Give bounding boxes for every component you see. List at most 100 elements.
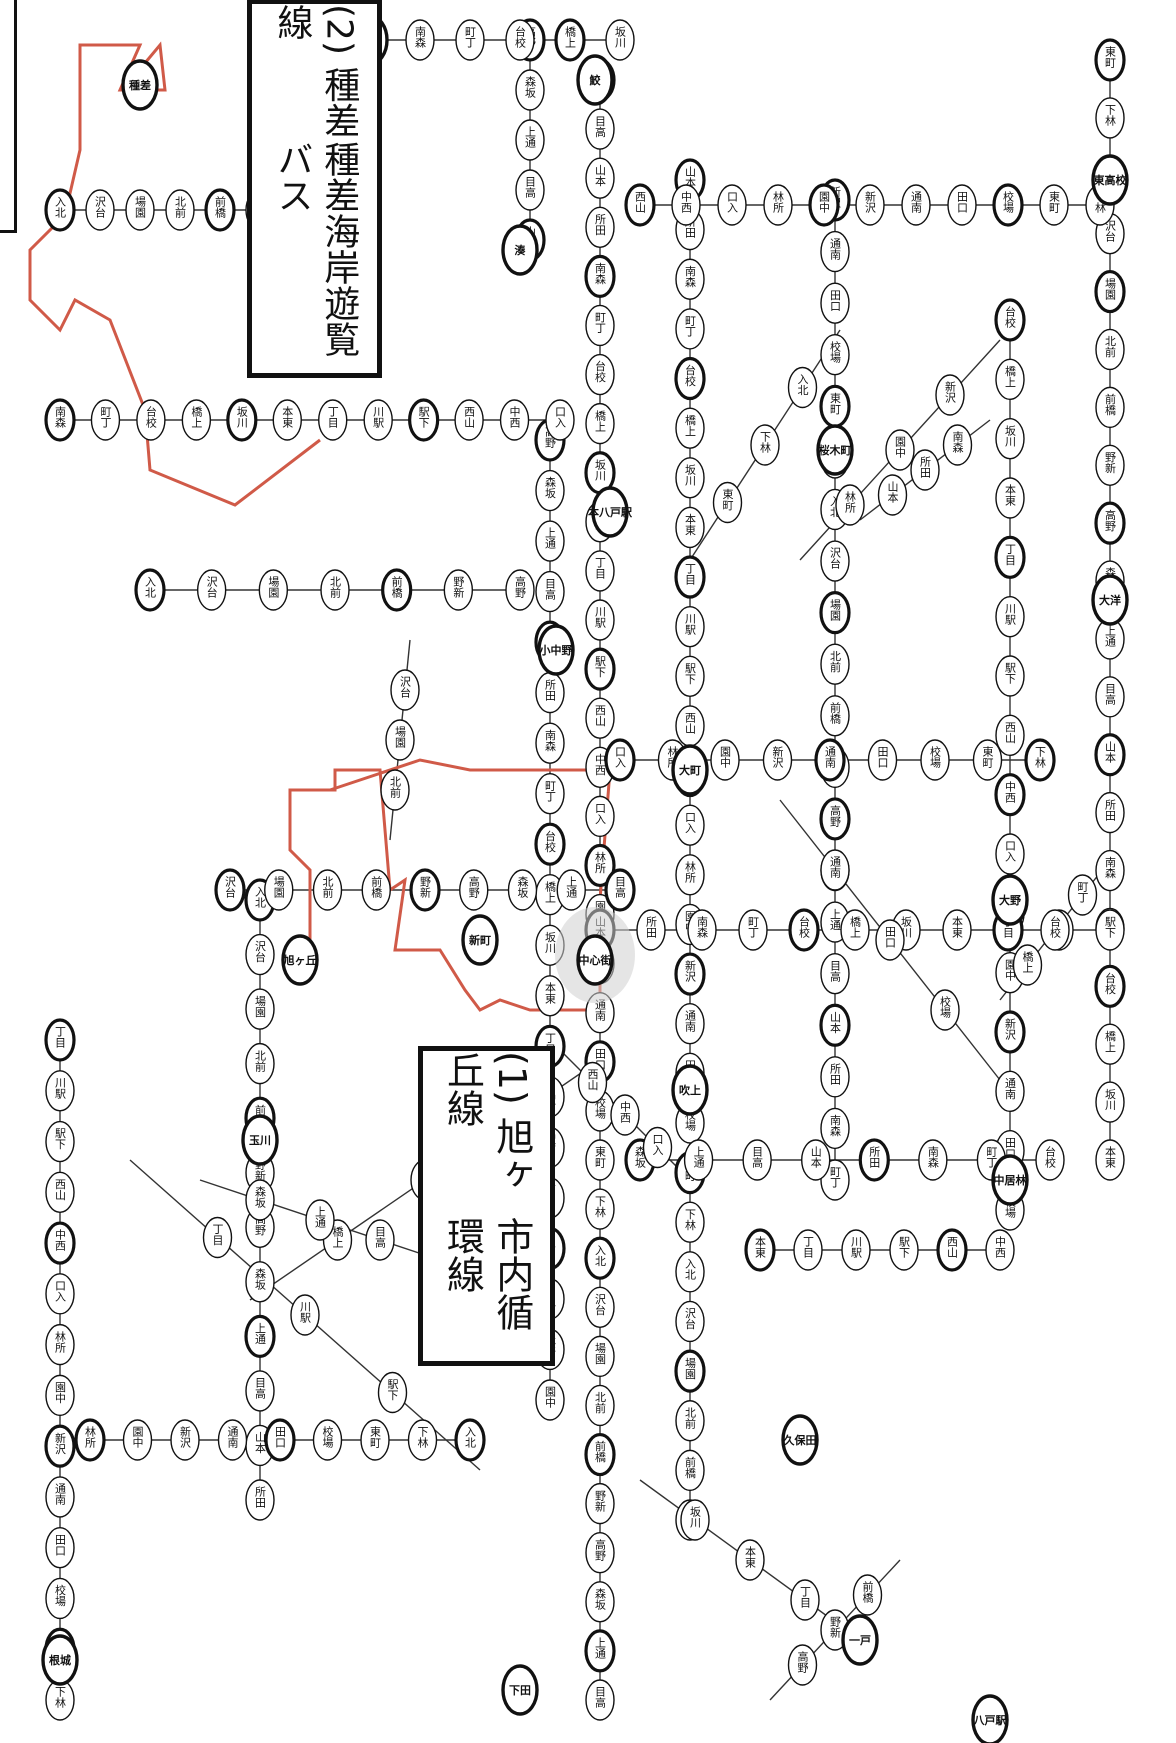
bus-stop: 口入 [644,1128,672,1168]
bus-stop: 園中 [124,1420,152,1460]
bus-stop: 所田 [536,673,564,713]
svg-text:田口: 田口 [274,1426,287,1448]
bus-stop: 入北 [676,1252,704,1292]
svg-text:口入: 口入 [726,191,739,213]
bus-stop: 中西 [996,775,1024,815]
svg-text:下林: 下林 [416,1426,429,1448]
bus-stop: 東町 [1096,40,1124,80]
svg-text:目高: 目高 [751,1146,764,1169]
svg-text:田口: 田口 [876,746,889,768]
svg-text:駅下: 駅下 [1104,916,1117,939]
tanesashi-line-title: (2) 種差線 [268,4,362,141]
bus-stop: 沢台 [198,570,226,610]
svg-text:入北: 入北 [144,576,157,598]
bus-stop: 北前 [314,870,342,910]
bus-stop: 橋上 [556,20,584,60]
bus-stop: 新沢 [996,1012,1024,1052]
svg-text:通南: 通南 [829,237,842,259]
bus-stops: 上通目高山本所田南森町丁台校橋上坂川本東丁目川駅駅下西山中西口入林所園中新沢通南… [46,20,1124,1720]
bus-stop: 西山 [996,715,1024,755]
svg-text:玉川: 玉川 [249,1134,271,1147]
svg-text:目高: 目高 [594,115,607,138]
bus-stop: 新沢 [764,740,792,780]
bus-stop: 田口 [876,920,904,960]
svg-text:北前: 北前 [389,776,402,799]
bus-stop: 沢台 [586,1287,614,1327]
bus-stop: 校場 [921,740,949,780]
bus-stop: 目高 [586,1680,614,1720]
bus-stop: 本東 [736,1540,764,1580]
svg-text:西山: 西山 [586,1069,599,1091]
bus-stop: 町丁 [91,400,119,440]
svg-text:場園: 場園 [829,598,842,621]
svg-text:北前: 北前 [684,1406,697,1429]
svg-text:田口: 田口 [956,191,969,213]
svg-text:目高: 目高 [374,1226,387,1249]
svg-text:中居林: 中居林 [994,1173,1027,1187]
svg-text:小中野: 小中野 [539,643,573,657]
svg-text:坂川: 坂川 [594,458,607,480]
bus-stop: 南森 [688,910,716,950]
svg-text:西山: 西山 [634,191,647,213]
svg-text:川駅: 川駅 [684,613,697,636]
svg-text:口入: 口入 [594,802,607,824]
svg-text:鮫: 鮫 [590,73,602,87]
asahigaoka-line-callout: (1) 旭ヶ丘線 市内循環線 [418,1046,555,1366]
bus-stop: 北前 [246,1044,274,1084]
loop-line-name: 市内循環線 [437,1217,536,1361]
svg-text:本東: 本東 [951,915,964,939]
svg-text:園中: 園中 [719,746,732,768]
svg-text:橋上: 橋上 [564,25,577,48]
bus-stop: 台校 [996,300,1024,340]
bus-stop: 町丁 [676,309,704,349]
named-stop-asahigaoka: 旭ヶ丘 [283,936,318,984]
svg-text:高野: 高野 [514,575,527,598]
svg-text:東町: 東町 [829,392,842,414]
bus-stop: 目高 [586,109,614,149]
svg-text:目高: 目高 [524,176,537,199]
named-stop-hachinohe-station: 八戸駅 [973,1696,1008,1743]
bus-stop: 東町 [361,1420,389,1460]
bus-stop: 北前 [676,1401,704,1441]
svg-text:東町: 東町 [1048,191,1061,213]
svg-text:本八戸駅: 本八戸駅 [588,505,632,519]
svg-text:台校: 台校 [1004,305,1017,329]
svg-text:南森: 南森 [1104,856,1117,879]
bus-stop: 町丁 [739,910,767,950]
bus-stop: 林所 [46,1325,74,1365]
svg-text:沢台: 沢台 [684,1306,697,1329]
svg-text:丁目: 丁目 [211,1224,224,1246]
svg-text:町丁: 町丁 [594,311,607,333]
bus-stop: 坂川 [996,419,1024,459]
svg-text:前橋: 前橋 [370,875,383,899]
asahigaoka-line-title: (1) 旭ヶ丘線 [437,1051,536,1217]
svg-text:丁目: 丁目 [326,406,339,428]
svg-text:中西: 中西 [54,1229,67,1251]
bus-stop: 台校 [536,824,564,864]
svg-text:駅下: 駅下 [594,655,607,678]
svg-text:山本: 山本 [594,164,607,187]
bus-stop: 上通 [586,1631,614,1671]
bus-stop: 通南 [996,1071,1024,1111]
svg-text:新沢: 新沢 [944,380,957,404]
bus-stop: 川駅 [364,400,392,440]
svg-text:通南: 通南 [684,1009,697,1031]
svg-text:台校: 台校 [544,829,557,853]
svg-text:園中: 園中 [894,436,907,458]
bus-stop: 野新 [411,870,439,910]
svg-text:川駅: 川駅 [850,1236,863,1259]
svg-text:上通: 上通 [524,126,537,148]
svg-text:目高: 目高 [594,1686,607,1709]
svg-text:林所: 林所 [54,1329,67,1353]
bus-stop: 橋上 [586,404,614,444]
bus-stop: 高野 [821,799,849,839]
bus-stop: 北前 [166,190,194,230]
bus-stop: 通南 [219,1420,247,1460]
bus-stop: 園中 [810,185,838,225]
named-stop-nejo: 根城 [43,1636,77,1684]
bus-stop: 通南 [816,740,844,780]
bus-stop: 川駅 [586,600,614,640]
svg-text:坂川: 坂川 [689,1506,702,1528]
bus-stop: 橋上 [182,400,210,440]
